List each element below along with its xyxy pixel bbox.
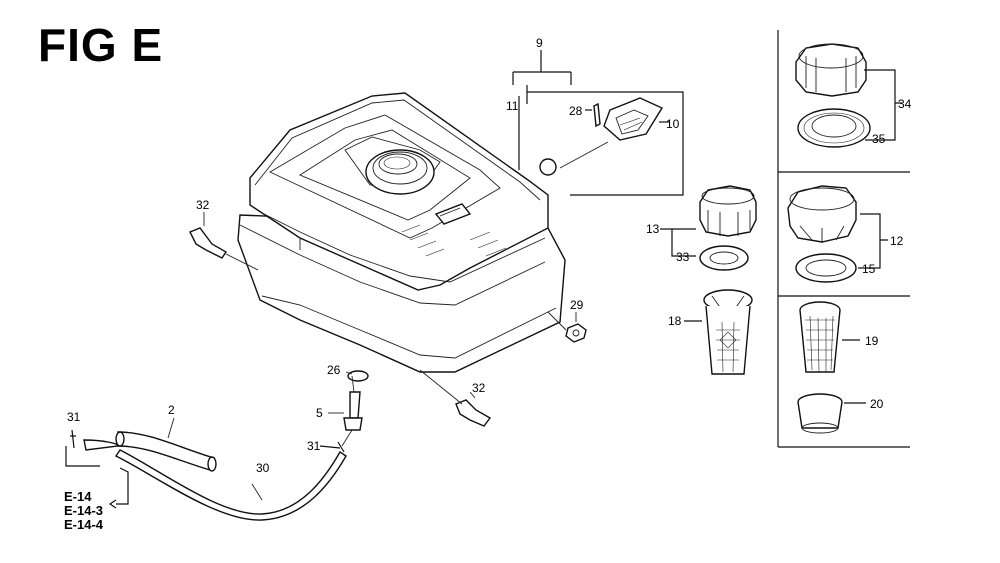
callout-19[interactable]: 19 [865,334,879,348]
fuel-strainer-19[interactable] [797,301,866,434]
callout-20[interactable]: 20 [870,397,884,411]
callout-32-lower[interactable]: 32 [472,381,486,395]
reference-bracket [108,467,129,509]
callout-28[interactable]: 28 [569,104,583,118]
callout-31-right[interactable]: 31 [307,439,321,453]
callout-32-upper[interactable]: 32 [196,198,210,212]
right-panel-frame [777,30,910,448]
figure-title: FIG E [38,19,164,71]
callout-12[interactable]: 12 [890,234,904,248]
callout-15[interactable]: 15 [862,262,876,276]
fuel-cock-5[interactable] [328,370,369,447]
callout-2[interactable]: 2 [168,403,175,417]
bolt-32-lower[interactable] [419,369,492,427]
clip-31-right[interactable] [319,441,345,453]
fuel-tube-2[interactable] [83,417,217,472]
callout-5[interactable]: 5 [316,406,323,420]
fuel-cap-34[interactable] [795,43,902,148]
reference-e-14[interactable]: E-14 [64,489,92,504]
callout-31-left[interactable]: 31 [67,410,81,424]
fuel-cap-12[interactable] [787,185,888,283]
callout-34[interactable]: 34 [898,97,912,111]
callout-13[interactable]: 13 [646,222,660,236]
callout-33[interactable]: 33 [676,250,690,264]
nut-29[interactable] [547,311,587,343]
callout-26[interactable]: 26 [327,363,341,377]
callout-10[interactable]: 10 [666,117,680,131]
callout-9[interactable]: 9 [536,36,543,50]
bolt-32-upper[interactable] [189,212,259,271]
callout-30[interactable]: 30 [256,461,270,475]
callout-11[interactable]: 11 [506,99,519,113]
fuel-strainer-18[interactable] [684,289,753,375]
callout-29[interactable]: 29 [570,298,584,312]
fuel-tube-30[interactable] [114,449,347,521]
fuel-cap-13[interactable] [660,185,757,271]
clip-31-left[interactable] [65,429,100,467]
fuel-tank[interactable] [237,92,566,373]
fuel-gauge-assembly[interactable] [512,50,684,196]
reference-e-14-3[interactable]: E-14-3 [64,503,104,518]
callout-35[interactable]: 35 [872,132,886,146]
reference-e-14-4[interactable]: E-14-4 [64,517,104,532]
callout-18[interactable]: 18 [668,314,682,328]
